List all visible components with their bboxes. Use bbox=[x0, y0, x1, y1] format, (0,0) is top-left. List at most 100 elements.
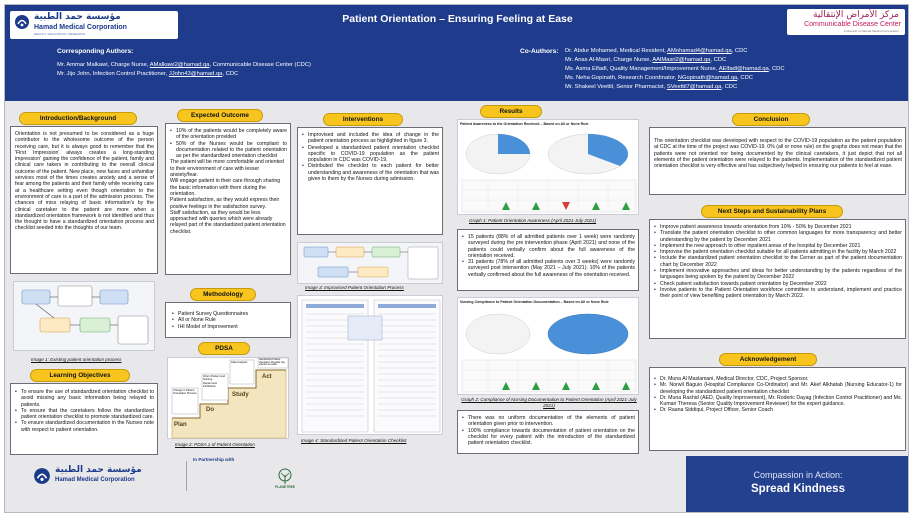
cdc-logo: مركز الأمراض الإنتقالية Communicable Dis… bbox=[787, 9, 905, 35]
author-affiliation: , CDC bbox=[721, 84, 738, 90]
checklist-document-diagram bbox=[301, 299, 441, 433]
improvised-process-figure bbox=[297, 242, 443, 284]
list-item: All or None Rule bbox=[172, 317, 287, 324]
results-list-2: There was no uniform documentation of th… bbox=[462, 415, 635, 446]
pdsa-act-note: Standardized Patient Orientation Checkli… bbox=[259, 359, 286, 367]
outcome-line: The patient will be more comfortable and… bbox=[170, 159, 284, 179]
author-name: Mr. Ammar Malkawi, Charge Nurse, bbox=[57, 62, 150, 68]
author-name: Ms. Neha Gopinath, Research Coordinator, bbox=[565, 75, 678, 81]
list-item: Include the standardized patient orienta… bbox=[654, 255, 902, 268]
results-heading: Results bbox=[480, 105, 542, 118]
author-email-link[interactable]: AAlMasri2@hamad.qa bbox=[652, 57, 711, 63]
acknowledgement-box: Dr. Muna Al Maslamani, Medical Director,… bbox=[649, 367, 906, 451]
pdsa-step-act: Act bbox=[262, 374, 272, 380]
hmc-arabic-name: مؤسسة حمد الطبية bbox=[34, 12, 121, 22]
author-email-link[interactable]: AMalkawi2@hamad.qa bbox=[149, 62, 210, 68]
expected-outcome-box: 10% of the patients would be completely … bbox=[165, 123, 291, 275]
list-item: 31 patients (78% of all admitted patient… bbox=[462, 259, 635, 278]
author-affiliation: , CDC bbox=[768, 66, 785, 72]
poster: مؤسسة حمد الطبية Hamad Medical Corporati… bbox=[4, 4, 909, 513]
next-steps-heading: Next Steps and Sustainability Plans bbox=[701, 205, 843, 218]
objectives-list: To ensure the use of standardized orient… bbox=[15, 389, 154, 433]
intro-text: Orientation is not presumed to be consid… bbox=[15, 131, 154, 232]
author-name: Mr. Jijo John, Infection Control Practit… bbox=[57, 71, 169, 77]
author-email-link[interactable]: NGopinath@hamad.qa bbox=[677, 75, 738, 81]
list-item: 50% of the Nurses would be compliant to … bbox=[170, 141, 287, 160]
graph2-caption: Graph 2: Compliance of Nursing Documenta… bbox=[461, 397, 637, 408]
list-item: Implement innovative approaches and idea… bbox=[654, 268, 902, 281]
list-item: Dr. Raana Siddiqui, Project Officer, Sen… bbox=[654, 407, 902, 414]
image1-caption: Image 1: Existing patient orientation pr… bbox=[31, 357, 122, 362]
conclusion-text: The orientation checklist was developed … bbox=[654, 138, 902, 170]
author-email-link[interactable]: AElfadl@hamad.qa bbox=[718, 66, 769, 72]
author-affiliation: , CDC bbox=[710, 57, 727, 63]
list-item: Mr. Norwil Baguio (Hospital Compliance C… bbox=[654, 382, 902, 395]
co-authors-heading: Co-Authors: bbox=[520, 48, 559, 55]
list-item: 10% of the patients would be completely … bbox=[170, 128, 287, 141]
cdc-arabic-name: مركز الأمراض الإنتقالية bbox=[813, 10, 899, 20]
author-email-link[interactable]: SVeettil7@hamad.qa bbox=[666, 84, 722, 90]
image3-caption: Image 3: Improvised Patient Orientation … bbox=[305, 285, 404, 290]
list-item: Improve patient awareness towards orient… bbox=[654, 224, 902, 231]
graph2-title: Nursing Compliance to Patient Orientatio… bbox=[460, 300, 609, 304]
list-item: IHI Model of Improvement bbox=[172, 324, 287, 331]
planetree-name: PLANETREE bbox=[275, 485, 295, 489]
compassion-line2: Spread Kindness bbox=[751, 483, 845, 495]
graph2-chart bbox=[461, 313, 637, 393]
results-list-1: 15 patients (88% of all admitted patient… bbox=[462, 234, 635, 278]
list-item: Improvise the patient orientation checkl… bbox=[654, 249, 902, 256]
objectives-box: To ensure the use of standardized orient… bbox=[10, 383, 158, 455]
author-affiliation: , CDC bbox=[737, 75, 753, 81]
pdsa-do-note: Inform Patient and Nursing Department Fa… bbox=[203, 375, 225, 388]
co-author-line: Mr. Anas Al-Masri, Charge Nurse, AAlMasr… bbox=[565, 57, 726, 63]
intro-heading: Introduction/Background bbox=[19, 112, 137, 125]
list-item: Implement the new approach to other inpa… bbox=[654, 243, 902, 250]
graph2-figure: Nursing Compliance to Patient Orientatio… bbox=[457, 297, 639, 395]
conclusion-heading: Conclusion bbox=[732, 113, 810, 126]
author-affiliation: , Communicable Disease Center (CDC) bbox=[209, 62, 311, 68]
list-item: Patient Survey Questionnaires bbox=[172, 311, 287, 318]
list-item: 15 patients (88% of all admitted patient… bbox=[462, 234, 635, 259]
interventions-box: Improvised and included the idea of chan… bbox=[297, 127, 443, 235]
footer-hmc-logo: مؤسسة حمد الطبية Hamad Medical Corporati… bbox=[33, 465, 158, 491]
list-item: Involve patients to the Patient Orientat… bbox=[654, 287, 902, 300]
poster-title: Patient Orientation – Ensuring Feeling a… bbox=[342, 13, 573, 25]
co-author-line: Ms. Neha Gopinath, Research Coordinator,… bbox=[565, 75, 753, 81]
list-item: To ensure that the caretakers follow the… bbox=[15, 408, 154, 421]
partnership-label: In Partnership with bbox=[193, 457, 235, 462]
pdsa-figure: Change in Patient Orientation Process In… bbox=[167, 357, 289, 439]
planetree-logo: PLANETREE bbox=[267, 467, 303, 493]
author-email-link[interactable]: AMohamad4@hamad.qa bbox=[667, 48, 732, 54]
methodology-list: Patient Survey Questionnaires All or Non… bbox=[172, 311, 287, 330]
co-author-line: Ms. Asma Elfadl, Quality Management/Impr… bbox=[565, 66, 785, 72]
hmc-emblem-icon bbox=[34, 468, 50, 484]
graph1-chart bbox=[461, 133, 637, 213]
list-item: To ensure standardized documentation in … bbox=[15, 420, 154, 433]
objectives-heading: Learning Objectives bbox=[30, 369, 130, 382]
author-affiliation: , CDC bbox=[222, 71, 239, 77]
expected-outcome-heading: Expected Outcome bbox=[177, 109, 263, 122]
graph1-title: Patient Awareness to the Orientation Rec… bbox=[460, 122, 589, 126]
pdsa-step-do: Do bbox=[206, 407, 214, 413]
pdsa-plan-note: Change in Patient Orientation Process bbox=[173, 389, 197, 396]
acknowledgement-list: Dr. Muna Al Maslamani, Medical Director,… bbox=[654, 376, 902, 414]
improvised-process-diagram bbox=[303, 246, 439, 280]
list-item: 100% compliance towards documentation of… bbox=[462, 428, 635, 447]
author-affiliation: , CDC bbox=[731, 48, 748, 54]
acknowledgement-heading: Acknowledgement bbox=[719, 353, 817, 366]
hmc-emblem-icon bbox=[15, 15, 29, 29]
compassion-banner: Compassion in Action: Spread Kindness bbox=[686, 456, 908, 512]
author-email-link[interactable]: JJohn43@hamad.qa bbox=[168, 71, 223, 77]
list-item: Distributed the checklist to each patien… bbox=[302, 163, 439, 182]
list-item: Improvised and included the idea of chan… bbox=[302, 132, 439, 145]
expected-outcome-text: 10% of the patients would be completely … bbox=[170, 128, 287, 235]
tree-icon bbox=[278, 468, 292, 484]
list-item: Dr. Muna Al Maslamani, Medical Director,… bbox=[654, 376, 902, 383]
list-item: Check patient satisfaction towards patie… bbox=[654, 281, 902, 288]
list-item: There was no uniform documentation of th… bbox=[462, 415, 635, 428]
pdsa-staircase-diagram bbox=[171, 357, 289, 439]
checklist-figure bbox=[297, 295, 443, 435]
hmc-tagline: HEALTH • EDUCATION • RESEARCH bbox=[34, 32, 86, 36]
image4-caption: Image 4: Standardized Patient Orientatio… bbox=[301, 438, 407, 443]
pdsa-heading: PDSA bbox=[198, 342, 250, 355]
